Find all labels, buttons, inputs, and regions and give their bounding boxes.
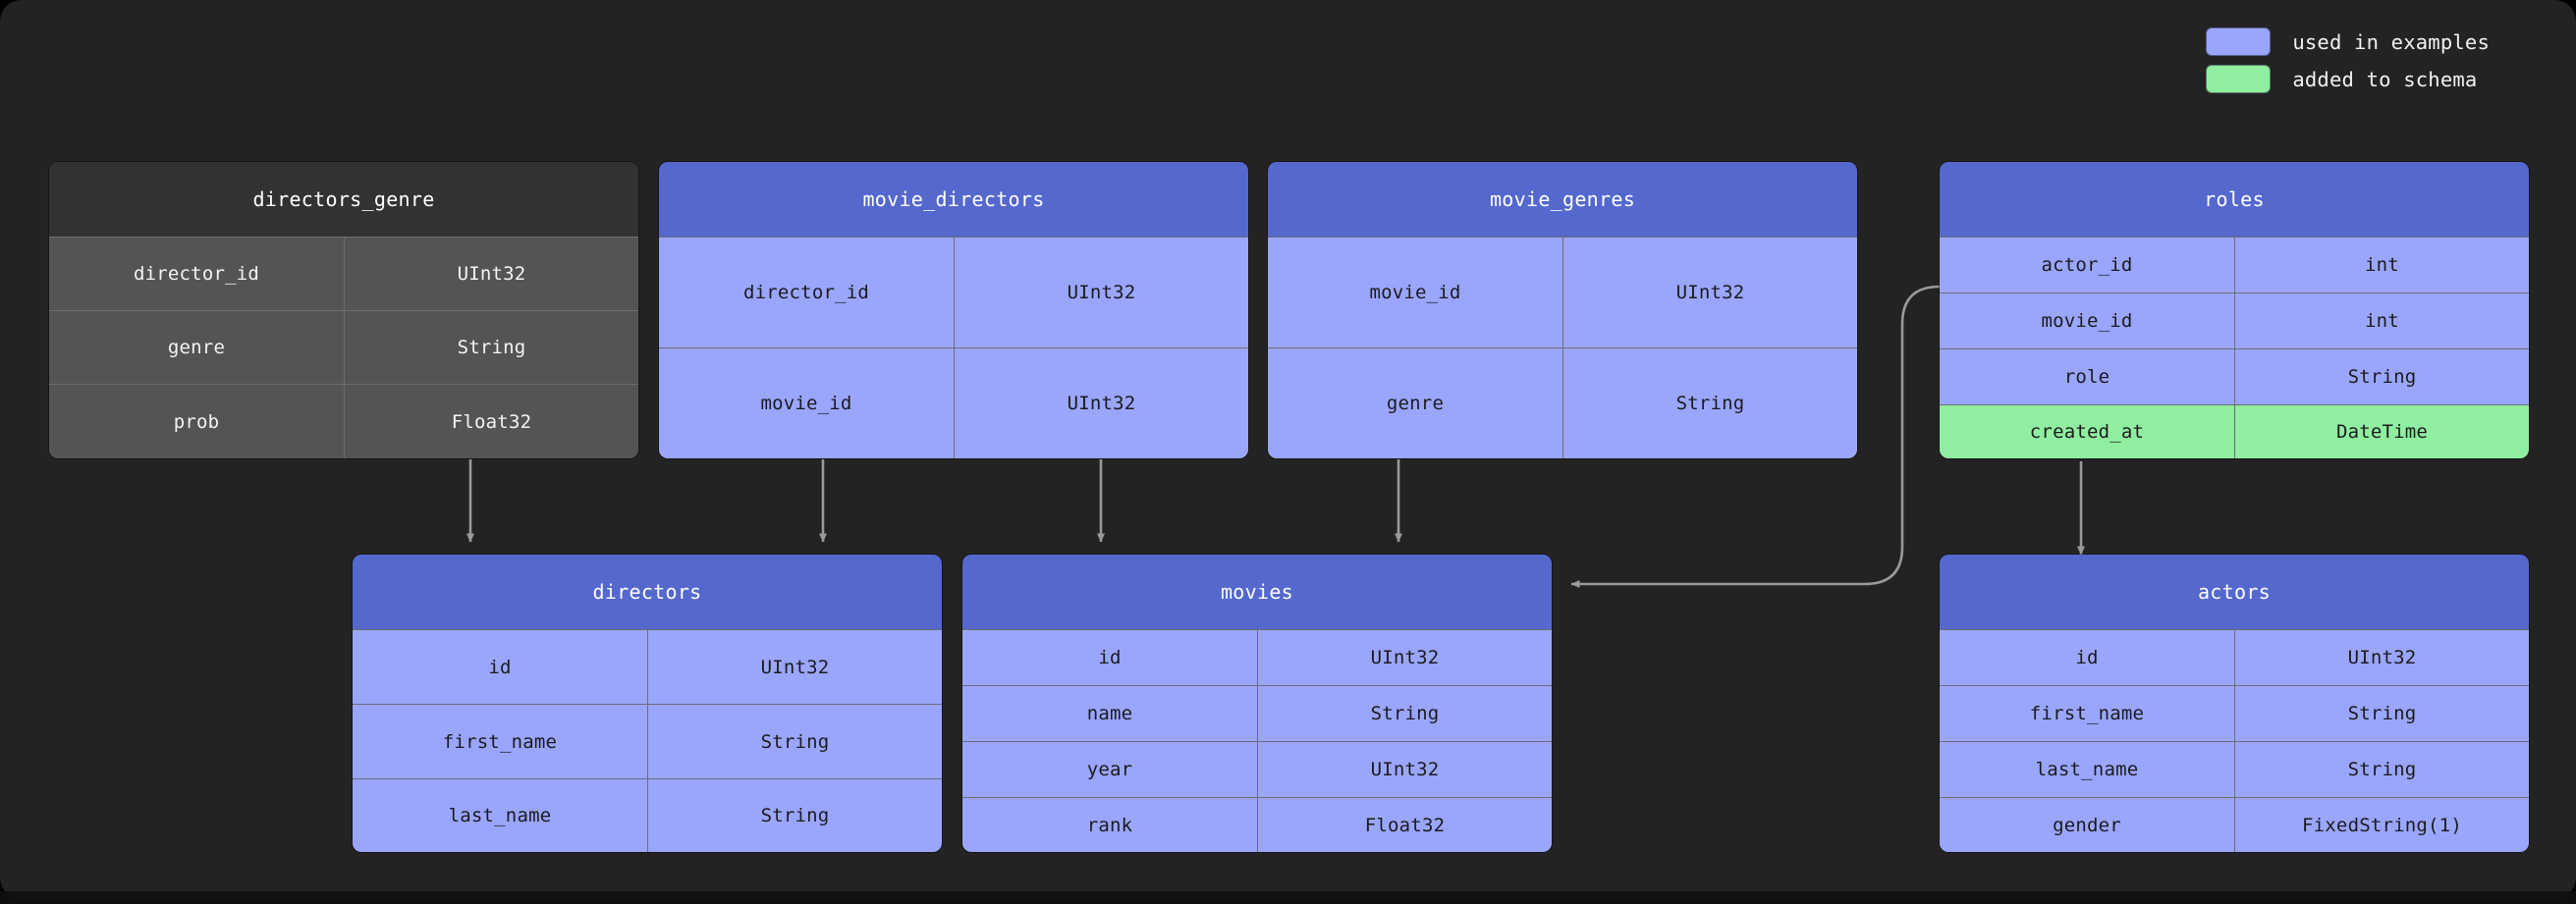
column-name: prob xyxy=(49,384,344,458)
table-title: roles xyxy=(1940,162,2529,237)
table-row[interactable]: id UInt32 xyxy=(353,629,942,704)
column-type: int xyxy=(2234,237,2529,292)
table-row[interactable]: director_id UInt32 xyxy=(49,237,638,310)
column-type: UInt32 xyxy=(647,629,942,704)
table-movies[interactable]: movies id UInt32 name String year UInt32… xyxy=(962,555,1552,852)
table-movie-genres[interactable]: movie_genres movie_id UInt32 genre Strin… xyxy=(1268,162,1857,458)
table-row[interactable]: id UInt32 xyxy=(1940,629,2529,685)
column-type: Float32 xyxy=(1257,797,1552,852)
column-type: FixedString(1) xyxy=(2234,797,2529,852)
table-title: directors xyxy=(353,555,942,629)
legend: used in examples added to schema xyxy=(2206,27,2490,93)
column-name: last_name xyxy=(353,778,647,852)
table-row-added[interactable]: created_at DateTime xyxy=(1940,404,2529,458)
column-type: UInt32 xyxy=(344,237,638,310)
table-row[interactable]: name String xyxy=(962,685,1552,741)
column-type: String xyxy=(647,778,942,852)
legend-label: used in examples xyxy=(2292,29,2490,54)
column-type: DateTime xyxy=(2234,404,2529,458)
table-row[interactable]: director_id UInt32 xyxy=(659,237,1248,347)
column-type: UInt32 xyxy=(954,237,1248,347)
column-name: id xyxy=(353,629,647,704)
column-name: movie_id xyxy=(659,347,954,458)
column-type: Float32 xyxy=(344,384,638,458)
column-type: String xyxy=(647,704,942,778)
legend-label: added to schema xyxy=(2292,67,2478,91)
column-name: rank xyxy=(962,797,1257,852)
column-name: year xyxy=(962,741,1257,797)
column-type: String xyxy=(1257,685,1552,741)
column-name: genre xyxy=(49,310,344,384)
table-title: directors_genre xyxy=(49,162,638,237)
column-name: created_at xyxy=(1940,404,2234,458)
table-row[interactable]: year UInt32 xyxy=(962,741,1552,797)
column-name: id xyxy=(962,629,1257,685)
table-directors[interactable]: directors id UInt32 first_name String la… xyxy=(353,555,942,852)
column-type: String xyxy=(2234,348,2529,404)
column-type: String xyxy=(344,310,638,384)
column-type: int xyxy=(2234,292,2529,348)
window-bottom-edge xyxy=(0,891,2576,904)
column-type: UInt32 xyxy=(954,347,1248,458)
column-type: String xyxy=(1562,347,1857,458)
table-row[interactable]: movie_id UInt32 xyxy=(1268,237,1857,347)
column-name: actor_id xyxy=(1940,237,2234,292)
table-title: movie_genres xyxy=(1268,162,1857,237)
color-swatch-icon xyxy=(2206,27,2272,56)
column-type: UInt32 xyxy=(1257,741,1552,797)
column-type: String xyxy=(2234,741,2529,797)
column-name: genre xyxy=(1268,347,1562,458)
table-roles[interactable]: roles actor_id int movie_id int role Str… xyxy=(1940,162,2529,458)
color-swatch-icon xyxy=(2206,65,2272,93)
table-row[interactable]: role String xyxy=(1940,348,2529,404)
table-title: actors xyxy=(1940,555,2529,629)
table-title: movies xyxy=(962,555,1552,629)
table-row[interactable]: id UInt32 xyxy=(962,629,1552,685)
table-row[interactable]: gender FixedString(1) xyxy=(1940,797,2529,852)
legend-item-used-in-examples: used in examples xyxy=(2206,27,2490,56)
column-name: movie_id xyxy=(1268,237,1562,347)
table-title: movie_directors xyxy=(659,162,1248,237)
table-row[interactable]: last_name String xyxy=(353,778,942,852)
table-row[interactable]: first_name String xyxy=(1940,685,2529,741)
table-row[interactable]: movie_id UInt32 xyxy=(659,347,1248,458)
column-name: id xyxy=(1940,629,2234,685)
column-name: director_id xyxy=(49,237,344,310)
table-row[interactable]: actor_id int xyxy=(1940,237,2529,292)
table-row[interactable]: first_name String xyxy=(353,704,942,778)
table-movie-directors[interactable]: movie_directors director_id UInt32 movie… xyxy=(659,162,1248,458)
table-row[interactable]: prob Float32 xyxy=(49,384,638,458)
column-name: role xyxy=(1940,348,2234,404)
column-name: first_name xyxy=(353,704,647,778)
table-row[interactable]: rank Float32 xyxy=(962,797,1552,852)
column-name: first_name xyxy=(1940,685,2234,741)
legend-item-added-to-schema: added to schema xyxy=(2206,65,2490,93)
table-row[interactable]: last_name String xyxy=(1940,741,2529,797)
table-row[interactable]: genre String xyxy=(49,310,638,384)
column-name: last_name xyxy=(1940,741,2234,797)
column-name: gender xyxy=(1940,797,2234,852)
column-type: UInt32 xyxy=(2234,629,2529,685)
column-type: String xyxy=(2234,685,2529,741)
column-name: movie_id xyxy=(1940,292,2234,348)
table-directors-genre[interactable]: directors_genre director_id UInt32 genre… xyxy=(49,162,638,458)
column-type: UInt32 xyxy=(1257,629,1552,685)
table-row[interactable]: genre String xyxy=(1268,347,1857,458)
column-name: director_id xyxy=(659,237,954,347)
table-actors[interactable]: actors id UInt32 first_name String last_… xyxy=(1940,555,2529,852)
column-type: UInt32 xyxy=(1562,237,1857,347)
table-row[interactable]: movie_id int xyxy=(1940,292,2529,348)
column-name: name xyxy=(962,685,1257,741)
